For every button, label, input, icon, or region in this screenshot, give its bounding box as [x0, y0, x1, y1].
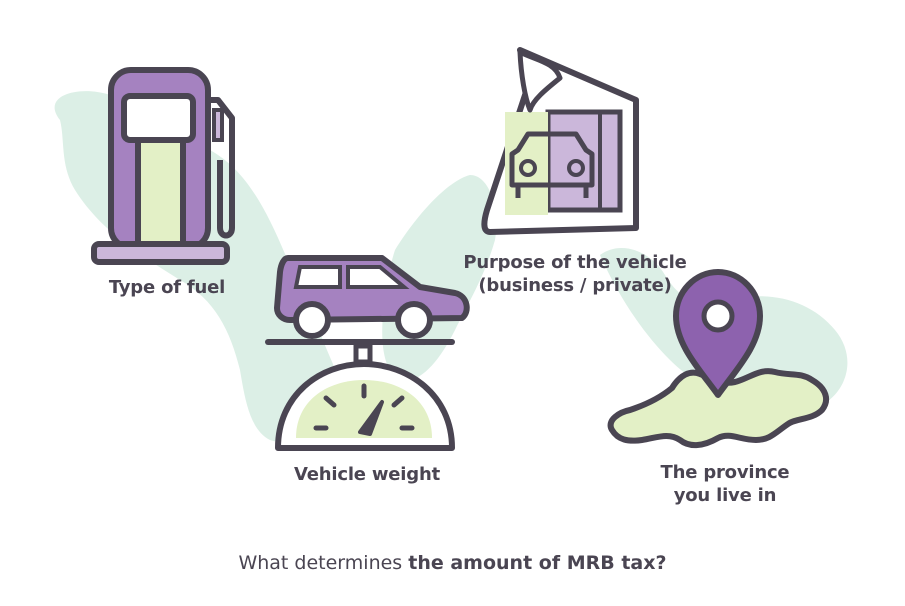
label-province-line1: The province [660, 462, 790, 483]
car-on-scale-icon [265, 255, 470, 451]
label-province: The province you live in [630, 461, 820, 507]
label-purpose-line1: Purpose of the vehicle [463, 252, 687, 273]
label-purpose-line2: (business / private) [478, 275, 672, 296]
caption-prefix: What determines [238, 552, 409, 574]
label-type-of-fuel: Type of fuel [108, 277, 226, 298]
map-pin-province-icon [607, 269, 830, 448]
label-province-line2: you live in [673, 485, 777, 506]
fuel-pump-icon [91, 67, 235, 265]
label-vehicle-weight: Vehicle weight [294, 464, 440, 485]
label-purpose-of-vehicle: Purpose of the vehicle (business / priva… [440, 251, 710, 297]
caption: What determines the amount of MRB tax? [0, 552, 905, 574]
caption-emphasis: the amount of MRB tax? [408, 552, 667, 574]
garage-car-icon [481, 47, 639, 235]
